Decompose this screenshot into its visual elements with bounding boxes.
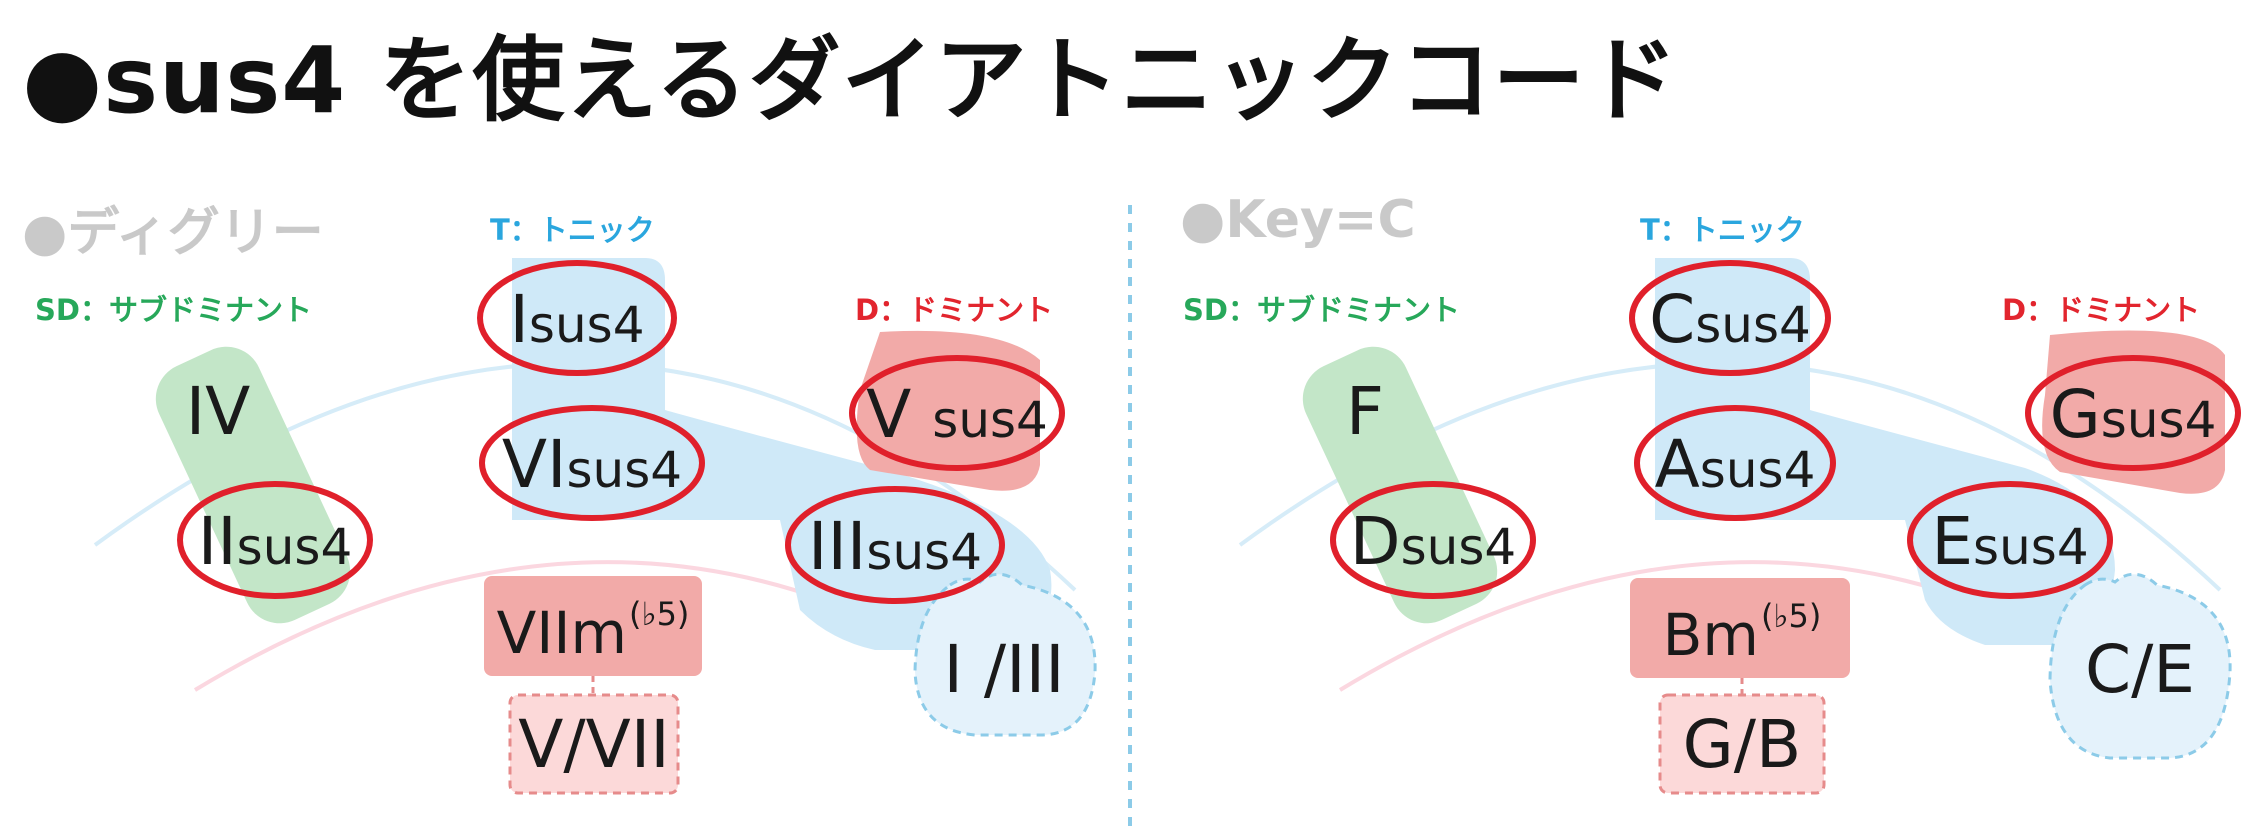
tonic-label: T：トニック [490, 213, 655, 247]
ii-sus4-ring [177, 481, 373, 599]
chord-suffix: sus4 [2100, 391, 2217, 449]
chord-root: III [807, 508, 867, 585]
degree-heading: ●ディグリー [22, 203, 324, 263]
tonic-region [1655, 258, 2115, 645]
vi-sus4-ring [479, 405, 705, 521]
d-sus4-ring [1330, 481, 1536, 599]
g-sus4-ring [2025, 355, 2241, 471]
chord-d-sus4: Dsus4 [1350, 509, 1516, 575]
i-sus4-ring [477, 260, 677, 376]
dominant-label: D：ドミナント [2002, 293, 2201, 327]
chord-root: G [2049, 376, 2101, 453]
left-panel [93, 258, 1097, 795]
chord-suffix: sus4 [866, 523, 983, 581]
i-iii-box [913, 572, 1097, 737]
chord-suffix: sus4 [528, 296, 645, 354]
dominant-label: D：ドミナント [855, 293, 1054, 327]
chord-root: VI [501, 426, 567, 503]
c-sus4-ring [1629, 260, 1831, 376]
chord-root: I [509, 281, 529, 358]
chord-c-sus4: Csus4 [1649, 287, 1811, 353]
chord-root: VIIm [496, 599, 627, 667]
chord-suffix: sus4 [236, 518, 353, 576]
chord-root: Bm [1662, 601, 1759, 669]
chord-root: C [1649, 281, 1696, 358]
chord-vii-m-b5: VIIm(♭5) [497, 598, 690, 662]
chord-i-sus4: Isus4 [509, 287, 644, 353]
chord-bm-b5: Bm(♭5) [1663, 600, 1822, 664]
chord-root: D [1349, 503, 1401, 580]
chord-suffix: (♭5) [1760, 597, 1822, 635]
key-heading: ●Key=C [1180, 190, 1416, 250]
chord-root: II [197, 503, 237, 580]
right-panel [1238, 258, 2241, 795]
dominant-region [2042, 330, 2225, 494]
bm-box [1630, 578, 1850, 678]
v-vii-box [508, 693, 680, 795]
e-sus4-ring [1907, 481, 2113, 599]
chord-suffix: sus4 [1400, 518, 1517, 576]
chord-suffix: sus4 [1973, 518, 2089, 576]
subdominant-label: SD：サブドミナント [35, 293, 312, 327]
chord-f: F [1346, 373, 1384, 450]
v-sus4-ring [849, 355, 1065, 471]
a-sus4-ring [1634, 405, 1836, 521]
chord-vi-sus4: VIsus4 [502, 432, 682, 498]
chord-suffix: sus4 [1695, 296, 1811, 354]
tonic-label: T：トニック [1640, 213, 1805, 247]
iii-sus4-ring [785, 486, 1005, 604]
chord-iii-sus4: IIIsus4 [808, 514, 982, 580]
chord-v-over-vii: V/VII [518, 706, 670, 783]
chord-suffix: sus4 [932, 391, 1048, 449]
chord-root: A [1654, 426, 1700, 503]
chord-e-sus4: Esus4 [1931, 509, 2088, 575]
subdominant-label: SD：サブドミナント [1183, 293, 1460, 327]
g-b-box [1658, 693, 1826, 795]
chord-suffix: (♭5) [628, 595, 690, 633]
vii-box [484, 576, 702, 676]
chord-i-over-iii: I /III [943, 631, 1065, 708]
chord-a-sus4: Asus4 [1655, 432, 1816, 498]
chord-root: V [866, 376, 933, 453]
chord-ii-sus4: IIsus4 [198, 509, 353, 575]
chord-g-sus4: Gsus4 [2050, 382, 2217, 448]
chord-iv: IV [185, 373, 251, 450]
dominant-region [856, 330, 1040, 491]
chord-g-over-b: G/B [1682, 706, 1802, 783]
page-title: ●sus4 を使えるダイアトニックコード [22, 27, 1679, 134]
c-e-box [2048, 572, 2232, 760]
chord-suffix: sus4 [566, 441, 683, 499]
chord-v-sus4: V sus4 [866, 382, 1048, 448]
chord-suffix: sus4 [1699, 441, 1816, 499]
chord-root: E [1931, 503, 1974, 580]
chord-c-over-e: C/E [2084, 631, 2196, 708]
